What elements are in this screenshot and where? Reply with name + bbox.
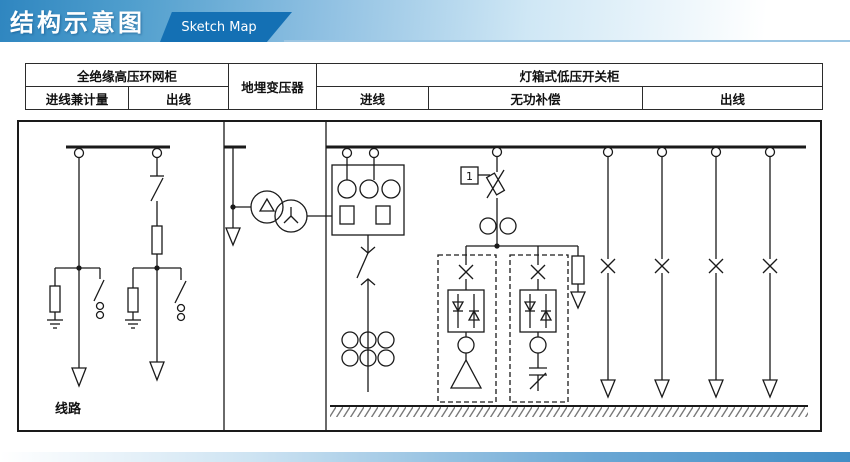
cell-lv-incoming: 进线	[316, 86, 430, 110]
contactor	[457, 336, 475, 354]
cable-arrow	[708, 379, 724, 399]
cable-arrow	[71, 367, 87, 388]
contactor	[529, 336, 547, 354]
cable-arrow	[149, 361, 165, 382]
bottom-gradient-bar	[0, 452, 850, 462]
capacitor-bank-1	[437, 254, 497, 403]
header-banner: 结构示意图 Sketch Map	[0, 0, 850, 42]
meter	[375, 205, 391, 225]
outgoing-feeders	[600, 146, 778, 399]
transformer-symbol	[250, 190, 308, 233]
cable-arrow	[600, 379, 616, 399]
page-subtitle: Sketch Map	[181, 19, 257, 35]
controller-label: 1	[466, 170, 473, 183]
line-label: 线路	[55, 401, 82, 417]
surge-arrester	[570, 255, 586, 310]
cell-lv-switch-cabinet: 灯箱式低压开关柜	[316, 63, 824, 87]
pt-fuse	[49, 285, 61, 313]
cell-reactive-compensation: 无功补偿	[428, 86, 644, 110]
cabinet-table: 全绝缘高压环网柜 地埋变压器 灯箱式低压开关柜 进线兼计量 出线 进线 无功补偿…	[24, 63, 824, 110]
delta-capacitor	[449, 358, 483, 389]
cell-hv-outgoing: 出线	[127, 86, 230, 110]
subtitle-banner: Sketch Map	[160, 12, 292, 42]
hv-section: 线路	[47, 145, 187, 417]
fuse-switch	[485, 169, 506, 199]
table-row-functions: 进线兼计量 出线 进线 无功补偿 出线	[25, 86, 824, 110]
cable-arrow	[654, 379, 670, 399]
outgoing-feeder-1	[600, 146, 616, 399]
meter	[339, 205, 355, 225]
table-row-cabinets: 全绝缘高压环网柜 地埋变压器 灯箱式低压开关柜	[24, 63, 824, 110]
isolator-blade	[150, 177, 164, 202]
page-title: 结构示意图	[10, 8, 145, 37]
ct-cluster	[341, 331, 395, 367]
ground-bar	[330, 405, 808, 417]
outgoing-feeder-4	[762, 146, 778, 399]
diagram-frame	[17, 120, 822, 432]
pt-fuse	[127, 287, 139, 313]
earthing-switch-blade	[93, 279, 105, 302]
earth-symbol	[47, 319, 63, 329]
earthing-switch-blade	[174, 280, 187, 304]
transformer-section	[224, 145, 332, 247]
cell-lv-outgoing: 出线	[642, 86, 824, 110]
compensation-section: 1	[437, 146, 586, 403]
cable-arrow	[762, 379, 778, 399]
arrester-arrow	[225, 227, 241, 247]
hv-fuse	[151, 225, 163, 255]
lv-incoming-section	[326, 145, 806, 392]
cell-hv-ring-cabinet: 全绝缘高压环网柜	[24, 63, 230, 87]
header-rule	[284, 40, 850, 42]
earth-symbol	[125, 319, 141, 329]
hv-outgoing-branch	[125, 157, 187, 382]
outgoing-feeder-2	[654, 146, 670, 399]
cell-incoming-metering: 进线兼计量	[25, 86, 129, 110]
hv-busbar	[66, 145, 170, 159]
main-breaker	[356, 246, 376, 286]
hv-incoming-branch	[47, 157, 105, 388]
outgoing-feeder-3	[708, 146, 724, 399]
capacitor-bank-2	[509, 254, 569, 403]
capacitor	[529, 367, 547, 391]
